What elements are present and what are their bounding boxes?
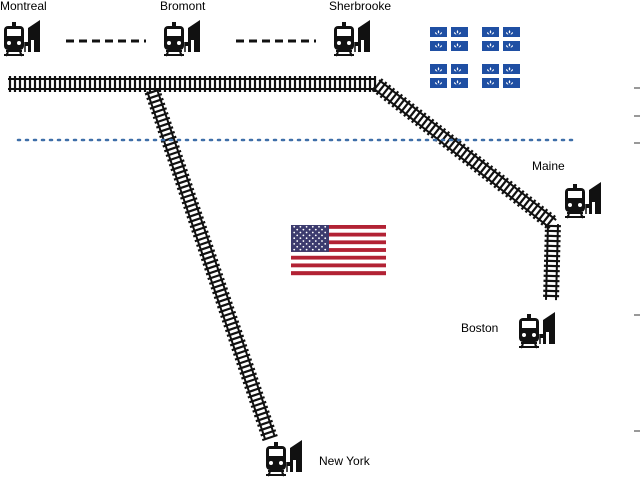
rail-tracks	[8, 76, 561, 442]
station-bromont-icon	[163, 19, 201, 57]
station-label-newyork: New York	[319, 454, 370, 468]
track-bromont-newyork	[144, 88, 278, 442]
station-newyork-icon	[265, 439, 303, 477]
us-flag-icon	[291, 225, 386, 276]
station-label-montreal: Montreal	[0, 0, 47, 13]
quebec-flag-icon	[482, 27, 520, 51]
edge-ticks	[634, 87, 640, 432]
quebec-flag-icon	[430, 27, 468, 51]
station-label-sherbrooke: Sherbrooke	[329, 0, 392, 13]
station-label-maine: Maine	[532, 159, 565, 173]
quebec-flag-icon	[482, 64, 520, 88]
station-label-boston: Boston	[461, 321, 499, 335]
quebec-flag-icon	[430, 64, 468, 88]
station-sherbrooke-icon	[333, 19, 371, 57]
station-boston-icon	[518, 311, 556, 349]
track-sherbrooke-maine	[371, 78, 557, 229]
track-montreal-sherbrooke	[8, 76, 377, 92]
station-label-bromont: Bromont	[160, 0, 206, 13]
track-maine-boston	[543, 223, 561, 301]
station-maine-icon	[564, 181, 602, 219]
station-montreal-icon	[3, 19, 41, 57]
